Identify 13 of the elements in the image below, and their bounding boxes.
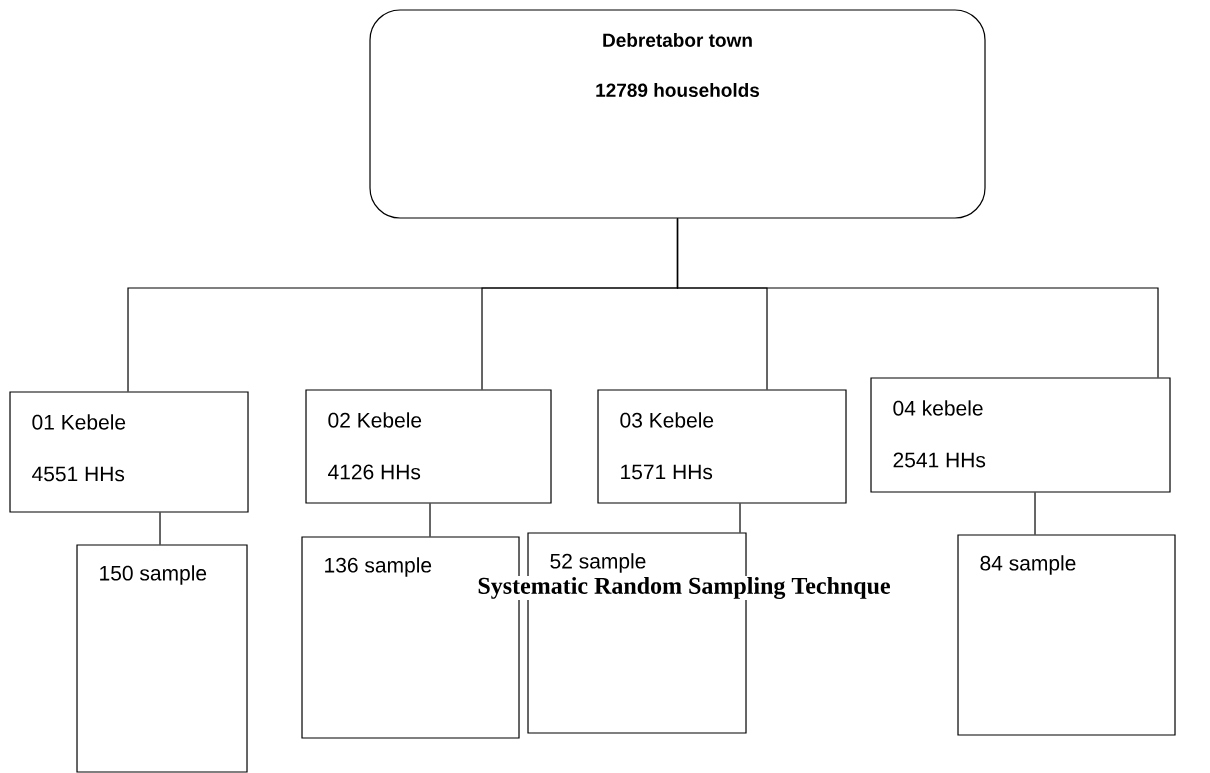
box: 01 Kebele 4551 HHs [9, 391, 249, 513]
connector-line [1034, 492, 1036, 535]
box: 03 Kebele 1571 HHs [597, 389, 847, 504]
method-label: Systematic Random Sampling Technque [476, 576, 892, 600]
town-box: Debretabor town 12789 households [369, 9, 986, 219]
box: 84 sample [957, 534, 1176, 736]
connector-line [429, 503, 431, 537]
box: 04 kebele 2541 HHs [870, 377, 1171, 493]
box: 02 Kebele 4126 HHs [305, 389, 552, 504]
connector-line [159, 512, 161, 545]
connector-line [676, 218, 1159, 378]
connector-line [739, 503, 741, 533]
box: 150 sample [76, 544, 248, 773]
